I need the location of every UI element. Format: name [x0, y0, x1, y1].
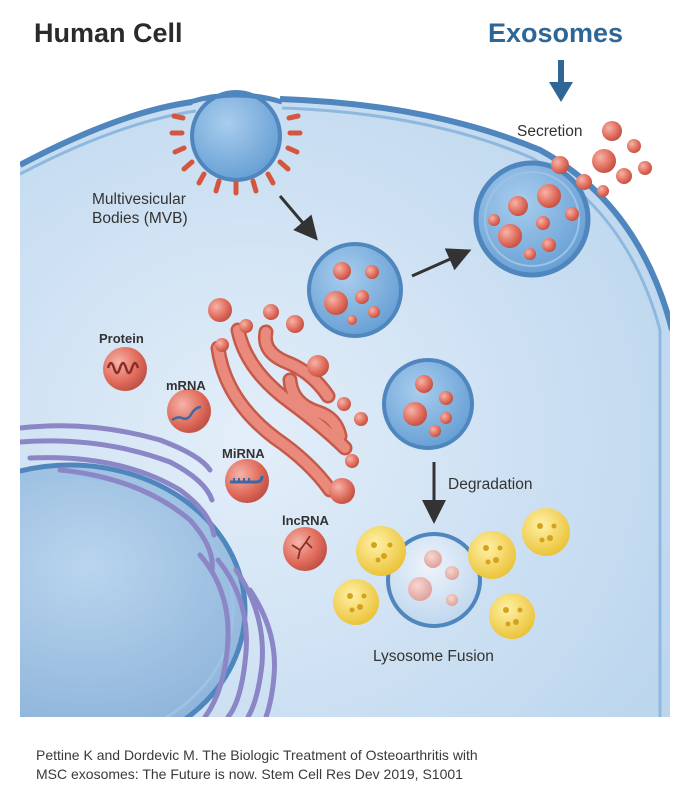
lncrna-label: lncRNA	[282, 513, 329, 528]
golgi-apparatus	[210, 322, 353, 498]
mvb-degradation	[382, 358, 474, 450]
lysosome-fusion	[386, 532, 482, 628]
degradation-label: Degradation	[448, 476, 533, 493]
arrow-to-secretion	[411, 248, 472, 278]
lysosome-fusion-label: Lysosome Fusion	[373, 648, 494, 665]
endoplasmic-reticulum	[20, 423, 277, 717]
exosome-release-mvb	[473, 160, 591, 278]
golgi-vesicles	[208, 298, 368, 504]
mvb-center	[307, 242, 403, 338]
mvb-label: Multivesicular Bodies (MVB)	[92, 191, 188, 228]
lncrna-sphere	[283, 527, 327, 571]
mirna-sphere	[225, 459, 269, 503]
endocytic-vesicle	[169, 90, 303, 196]
mrna-label: mRNA	[166, 378, 206, 393]
page-title: Human Cell	[34, 18, 183, 48]
released-exosomes	[551, 121, 652, 197]
mrna-sphere	[167, 389, 211, 433]
protein-label: Protein	[99, 331, 144, 346]
caption-line-2: MSC exosomes: The Future is now. Stem Ce…	[36, 766, 463, 782]
pathway-arrows	[278, 195, 472, 524]
exosomes-arrow	[549, 60, 573, 102]
arrow-to-mvb	[278, 195, 318, 241]
protein-sphere	[103, 347, 147, 391]
caption-line-1: Pettine K and Dordevic M. The Biologic T…	[36, 747, 478, 763]
exosomes-label: Exosomes	[488, 18, 624, 48]
mirna-label: MiRNA	[222, 446, 265, 461]
lysosomes	[333, 508, 570, 639]
cell-membrane	[20, 99, 193, 168]
citation-caption: Pettine K and Dordevic M. The Biologic T…	[36, 746, 666, 784]
secretion-label: Secretion	[517, 123, 583, 140]
